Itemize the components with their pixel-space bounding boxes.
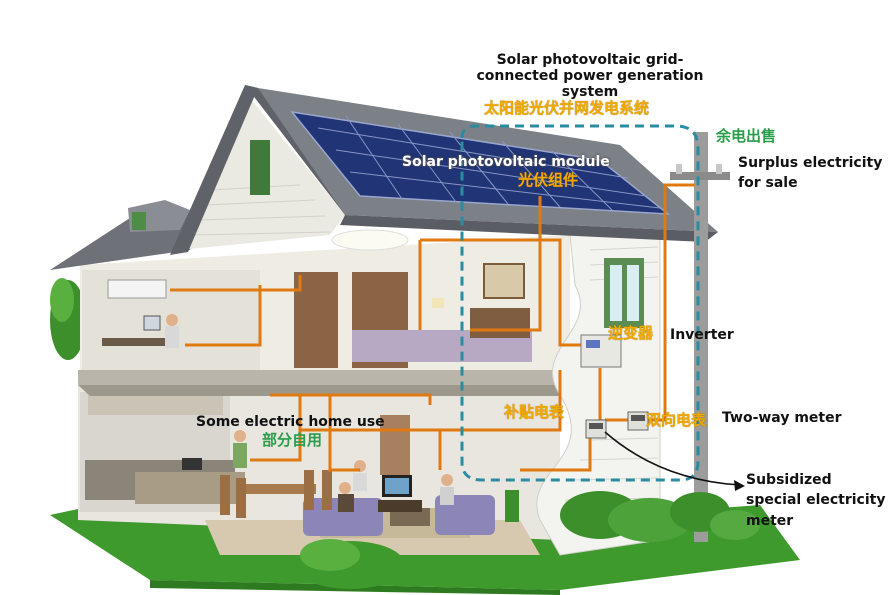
solar-panel-array (290, 110, 671, 215)
tv-stand (378, 500, 422, 512)
home-use-label-zh: 部分自用 (262, 431, 323, 449)
module-label-en: Solar photovoltaic module (402, 154, 610, 170)
system-title-zh: 太阳能光伏并网发电系统 (484, 99, 650, 117)
gable-vent (250, 140, 270, 195)
twoway-meter-label-zh: 双向电表 (646, 411, 707, 429)
twoway-meter-label-en: Two-way meter (722, 410, 842, 426)
downstairs-door (380, 415, 410, 475)
air-conditioner (107, 279, 167, 299)
system-boundary (460, 124, 700, 482)
system-title-en: Solar photovoltaic grid-connected power … (476, 52, 704, 101)
inverter-label-zh: 逆变器 (608, 324, 654, 342)
gable-roof-edge (170, 85, 258, 255)
potted-plant (505, 490, 519, 522)
subsidized-meter-label-en: Subsidized special electricity meter (746, 472, 886, 529)
surplus-label-en: Surplus electricity for sale (738, 155, 883, 192)
inverter-label-en: Inverter (670, 327, 734, 343)
desk (102, 338, 177, 346)
module-label-zh: 光伏组件 (518, 171, 579, 189)
floor-slab (78, 370, 660, 385)
subsidy-meter-label-zh: 补贴电表 (504, 403, 565, 421)
lamp (432, 298, 444, 308)
microwave (182, 458, 202, 470)
coffee-table (390, 508, 430, 526)
twoway-meter-device (627, 411, 649, 431)
home-use-label-en: Some electric home use (196, 414, 385, 430)
bedroom-picture (483, 263, 525, 299)
electrical-wiring (170, 183, 695, 472)
surplus-label-zh: 余电出售 (716, 127, 777, 145)
ceiling-light (331, 229, 409, 251)
pointer-arrow (604, 431, 741, 486)
left-tree (50, 278, 86, 360)
dining-table (246, 484, 316, 494)
right-shrubs (560, 491, 760, 542)
kitchen-cabinet-top (88, 395, 223, 415)
inverter-device (580, 334, 622, 368)
subsidy-meter-device (585, 419, 607, 439)
